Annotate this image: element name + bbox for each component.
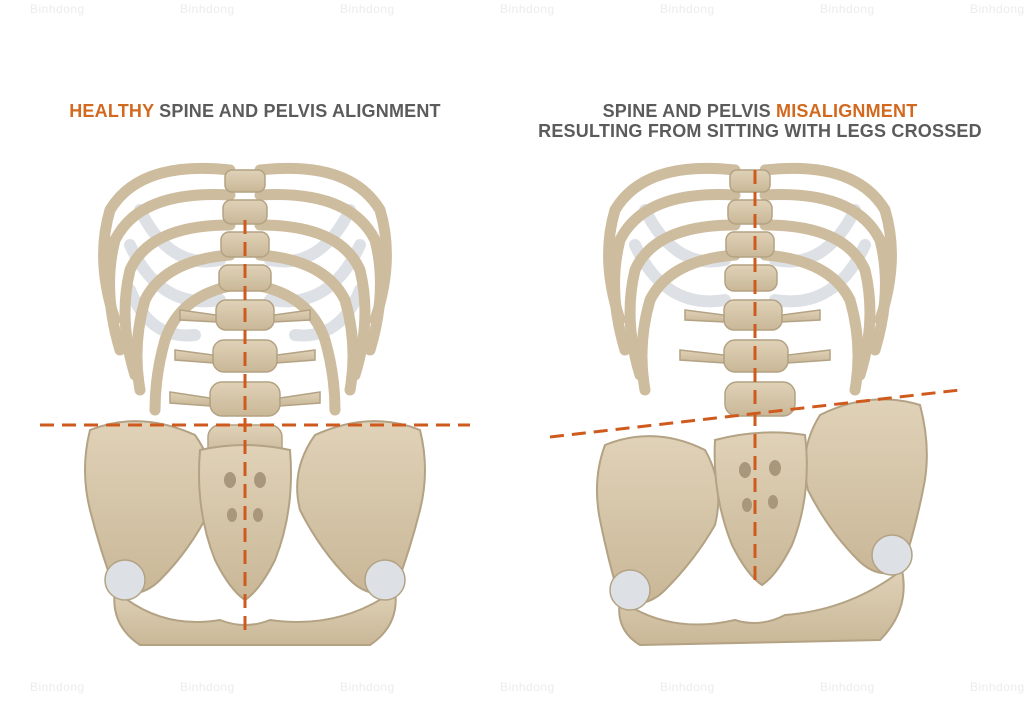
watermark-text: Binhdong	[340, 2, 395, 16]
pelvis	[596, 398, 928, 647]
watermark-text: Binhdong	[180, 2, 235, 16]
pelvis	[84, 420, 426, 646]
watermark-text: Binhdong	[180, 680, 235, 694]
rib-cage	[603, 162, 897, 396]
sacral-foramina	[739, 460, 781, 512]
title-highlight-misalignment: MISALIGNMENT	[776, 101, 918, 121]
watermark-text: Binhdong	[500, 680, 555, 694]
watermark-text: Binhdong	[30, 2, 85, 16]
watermark-text: Binhdong	[970, 680, 1024, 694]
watermark-text: Binhdong	[340, 680, 395, 694]
femur-heads	[104, 559, 406, 601]
misalignment-title-line2: RESULTING FROM SITTING WITH LEGS CROSSED	[538, 121, 982, 141]
watermark-text: Binhdong	[500, 2, 555, 16]
watermark-text: Binhdong	[970, 2, 1024, 16]
title-highlight-healthy: HEALTHY	[69, 101, 154, 121]
watermark-text: Binhdong	[660, 680, 715, 694]
healthy-spine-illustration	[20, 150, 490, 650]
healthy-skeleton-svg	[40, 162, 470, 646]
watermark-text: Binhdong	[820, 680, 875, 694]
watermark-text: Binhdong	[820, 2, 875, 16]
sacral-foramina	[224, 472, 266, 522]
misaligned-skeleton-svg	[549, 162, 961, 647]
title-prefix: SPINE AND PELVIS	[602, 101, 777, 121]
misalignment-title-line1: SPINE AND PELVIS MISALIGNMENT	[520, 101, 1000, 121]
watermark-text: Binhdong	[660, 2, 715, 16]
rib-cage	[98, 162, 392, 416]
alignment-guide-lines	[549, 170, 961, 580]
misaligned-spine-illustration	[540, 150, 980, 650]
alignment-guide-lines	[40, 220, 470, 630]
healthy-alignment-title: HEALTHY SPINE AND PELVIS ALIGNMENT	[40, 101, 470, 121]
watermark-text: Binhdong	[30, 680, 85, 694]
title-rest: SPINE AND PELVIS ALIGNMENT	[153, 101, 441, 121]
spine-vertebrae	[169, 169, 321, 460]
misalignment-title: SPINE AND PELVIS MISALIGNMENT RESULTING …	[520, 101, 1000, 141]
femur-heads	[609, 534, 913, 611]
